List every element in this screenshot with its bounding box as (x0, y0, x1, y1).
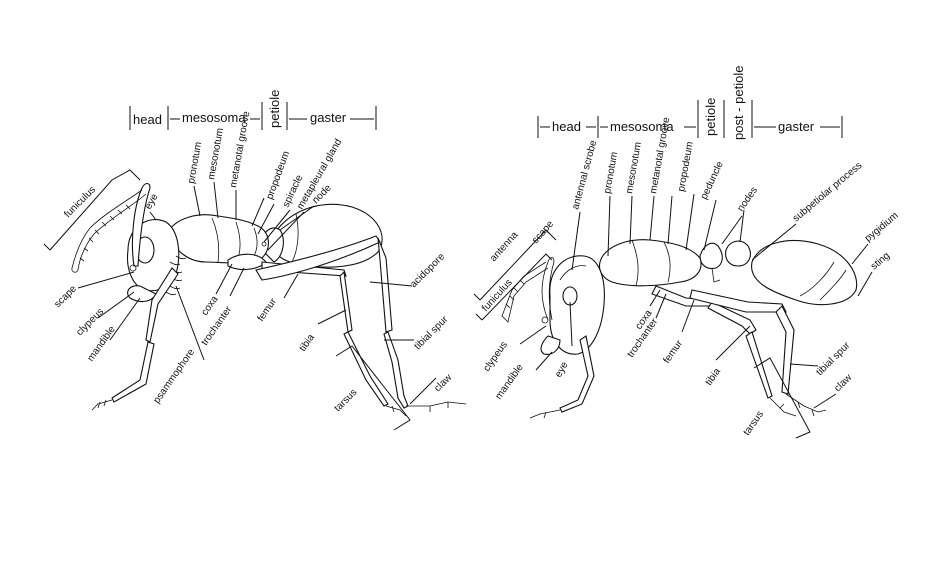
right-clypeus-label: clypeus (481, 340, 509, 374)
left-tibia-label: tibia (297, 332, 317, 354)
left-mesonotum-label: mesonotum (206, 127, 226, 180)
left-head-section: head (133, 112, 162, 127)
right-peduncle-label: peduncle (699, 159, 726, 201)
right-scape-label: scape (530, 218, 556, 246)
left-ant-body (71, 182, 467, 417)
right-tarsus-label: tarsus (741, 409, 766, 438)
right-mandible-label: mandible (493, 362, 526, 402)
left-scape-label: scape (52, 283, 79, 310)
left-claw-label: claw (432, 372, 454, 394)
right-eye-label: eye (553, 360, 571, 380)
left-ant: head mesosoma petiole gaster (43, 90, 467, 431)
right-subpetiolar-process-label: subpetiolar process (791, 160, 865, 224)
right-mandible-shape (540, 335, 561, 355)
right-head-section: head (552, 119, 581, 134)
right-pronotum-label: pronotum (602, 151, 620, 195)
left-pronotum-label: pronotum (186, 141, 204, 185)
right-gaster-section: gaster (778, 119, 815, 134)
right-ant: head mesosoma petiole post - petiole gas… (473, 66, 901, 439)
right-section-header: head mesosoma petiole post - petiole gas… (537, 66, 843, 140)
right-leader-lines (473, 193, 873, 439)
right-tibia-label: tibia (703, 366, 723, 388)
right-mesonotum-label: mesonotum (624, 141, 644, 194)
right-propodeum-label: propodeum (676, 141, 696, 193)
left-acidopore-label: acidopore (408, 251, 447, 290)
left-gaster-section: gaster (310, 110, 347, 125)
right-antenna-label: antenna (488, 229, 521, 264)
left-petiole-section: petiole (267, 90, 282, 128)
right-nodes-label: nodes (735, 185, 760, 214)
right-ant-body (501, 239, 858, 419)
left-femur-label: femur (255, 296, 279, 324)
right-tibial-spur-label: tibial spur (814, 340, 853, 379)
left-tibial-spur-label: tibial spur (412, 314, 451, 353)
right-pygidium-label: pygidium (863, 210, 901, 244)
left-tarsus-label: tarsus (332, 387, 359, 414)
left-psammophore-label: psammophore (151, 347, 197, 406)
right-postpetiole-section: post - petiole (731, 66, 746, 140)
right-femur-label: femur (661, 338, 685, 366)
right-antennal-scrobe-label: antennal scrobe (570, 139, 599, 211)
left-leader-lines (43, 169, 437, 431)
right-petiole-section: petiole (703, 98, 718, 136)
left-mesosoma-section: mesosoma (182, 110, 246, 125)
right-mesosoma-section: mesosoma (610, 119, 674, 134)
right-claw-label: claw (832, 372, 854, 394)
right-sting-label: sting (869, 250, 892, 272)
left-section-header: head mesosoma petiole gaster (129, 90, 377, 130)
